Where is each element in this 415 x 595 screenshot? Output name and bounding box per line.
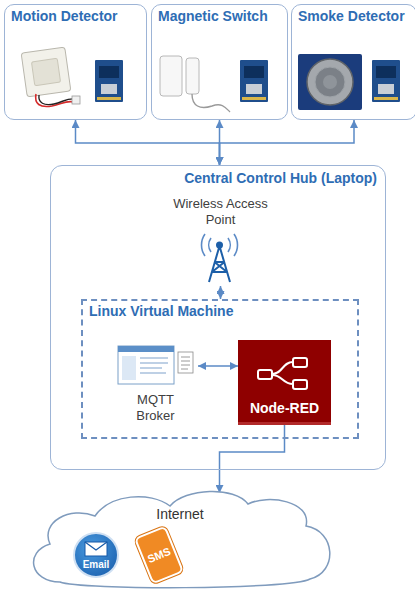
sensor-box: Magnetic Switch [151, 4, 288, 120]
hub-box: Central Control Hub (Laptop) Wireless Acc… [50, 165, 386, 470]
node-red-box: Node-RED [238, 340, 331, 425]
pir-sensor [21, 47, 80, 106]
connector [220, 286, 222, 299]
node-label: Linux Virtual Machine [89, 303, 233, 320]
node-label: Central Control Hub (Laptop) [184, 170, 377, 187]
node-label: SMS [146, 545, 173, 566]
node-label: Magnetic Switch [158, 8, 268, 25]
connector [76, 120, 220, 165]
esp-board [95, 60, 123, 102]
connector [198, 365, 238, 367]
node-red-icon [238, 340, 331, 400]
gas-sensor [298, 54, 362, 110]
connector [220, 425, 285, 493]
internet-cloud: Internet Email SMS [20, 486, 340, 590]
broker-node: MQTT Broker [113, 338, 198, 426]
cloud-outline [20, 486, 340, 590]
esp-board [372, 60, 400, 102]
node-label: Motion Detector [11, 8, 118, 25]
connector [220, 120, 355, 165]
antenna-icon [201, 234, 237, 282]
node-label: Wireless Access Point [171, 196, 271, 228]
esp-board [240, 60, 268, 102]
node-label: Email [83, 559, 110, 571]
email-icon: Email [73, 532, 119, 578]
sensor-box: Motion Detector [4, 4, 147, 120]
sensor-box: Smoke Detector [291, 4, 415, 120]
node-label: Internet [156, 506, 203, 523]
broker-icon [118, 346, 193, 384]
node-label: Node-RED [250, 400, 319, 417]
vm-box: Linux Virtual MachineMQTT Broker Node-RE… [81, 299, 359, 439]
node-label: MQTT Broker [125, 392, 187, 424]
reed-switch [160, 56, 230, 112]
envelope-icon [84, 541, 108, 557]
access-point: Wireless Access Point [171, 194, 271, 286]
node-label: Smoke Detector [298, 8, 405, 25]
